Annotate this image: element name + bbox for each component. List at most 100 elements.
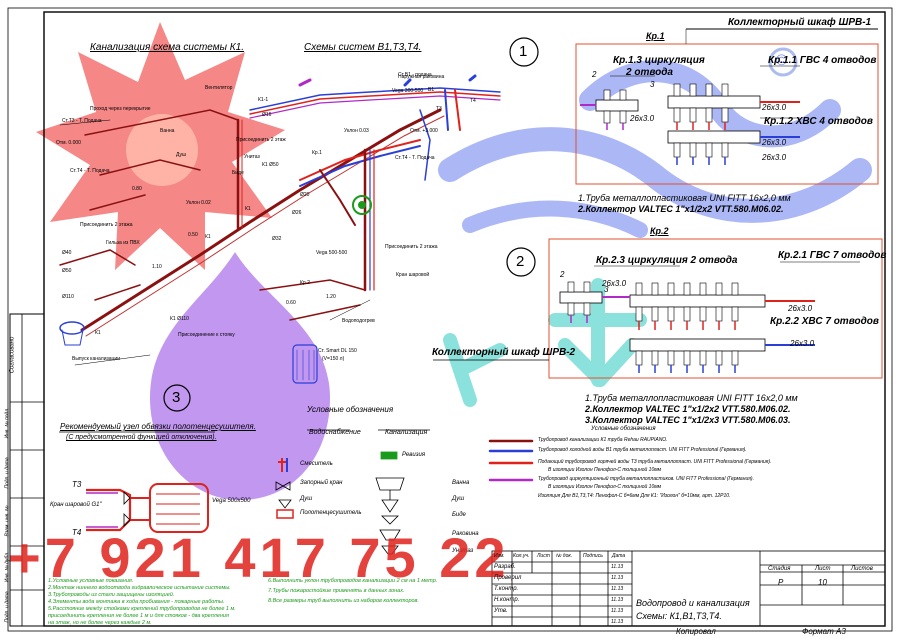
stamp-head: Кол.уч. xyxy=(513,553,530,559)
plan-label: Гильза из ПВХ xyxy=(106,240,140,246)
side-stamp-label: Подп. и дата xyxy=(4,457,11,489)
collector-1-size-4: 26х3.0 xyxy=(762,138,787,147)
collector-1-size-3: 26х3.0 xyxy=(762,153,787,162)
sewer-main-pipe xyxy=(80,108,442,332)
stamp-stage: Р xyxy=(778,578,784,587)
note-line: 5.Расстояние между стойками креплений тр… xyxy=(48,606,236,612)
plan-label: Ø20 xyxy=(300,192,310,198)
collector-2-num-b: 3 xyxy=(604,285,609,294)
collector-1-size-2: 26х3.0 xyxy=(630,114,655,123)
side-stamp-label: Взам. инв. № xyxy=(4,505,11,537)
collector-2-note-1: 1.Труба металлопластиковая UNI FITT 16х2… xyxy=(585,393,798,403)
towel-title: Рекомендуемый узел обвязки полотенцесуши… xyxy=(60,422,256,431)
watermark-purple-drop xyxy=(150,252,330,500)
frame xyxy=(7,7,893,632)
note-line: 3.Трубопроводы из стали защищены изоляци… xyxy=(48,592,175,598)
plan-label: Ø110 xyxy=(62,294,74,300)
plan-label: Выпуск канализации xyxy=(72,356,121,362)
stamp-row: Проверил xyxy=(494,575,522,581)
legend-shower: Душ xyxy=(300,496,313,502)
stamp-row: Т.контр. xyxy=(494,586,519,592)
pipe-legend-6: В изоляции Изолон Пенофол-С толщиной 10м… xyxy=(548,484,662,490)
collector-1-header: Кр.1 xyxy=(646,31,665,41)
collector-box-2 xyxy=(433,238,883,379)
collector-1-circ-outlets: 2 отвода xyxy=(626,67,673,78)
plan-label: Ст.Т4 - Т. Подача xyxy=(395,155,435,161)
stamp-format: Формат А3 xyxy=(802,627,846,636)
plan-label: Ø40 xyxy=(62,250,72,256)
plan-label: К1 xyxy=(245,206,251,212)
collector-1-cold-label: Кр.1.2 ХВС 4 отводов xyxy=(764,116,873,127)
legend-header: Условные обозначения xyxy=(307,405,394,414)
stamp-head: Изм. xyxy=(494,553,505,559)
stamp-sheet: 10 xyxy=(818,578,827,587)
plan-label: Ø16 xyxy=(262,112,272,118)
legend-bath: Ванна xyxy=(452,480,470,486)
note-line: на этаж, но не более через каждые 2 м. xyxy=(48,620,152,626)
collector-2-num-a: 2 xyxy=(560,270,565,279)
collector-1-note-2: 2.Коллектор VALTEC 1"х1/2х2 VTT.580.M06.… xyxy=(578,204,784,214)
watermark-red-sun xyxy=(36,22,285,270)
watermark-blue-waves xyxy=(438,60,872,238)
plan-label: Ст. Smart DL 150 xyxy=(318,348,357,354)
towel-subtitle: (С предусмотренной функцией отключения). xyxy=(66,434,217,441)
plan-label: Кр.1 xyxy=(312,150,322,156)
collector-1-num-b: 3 xyxy=(650,80,655,89)
legend-towel: Полотенцесушитель xyxy=(300,510,362,516)
marker-circle-1 xyxy=(509,37,539,67)
pipe-legend-1: Трубопровод канализации К1 труба Rehau R… xyxy=(538,437,668,443)
plan-label: К1 Ø110 xyxy=(170,316,189,322)
collector-1-num-a: 2 xyxy=(592,70,597,79)
plan-label: Т3 xyxy=(436,106,442,112)
stamp-sheets-head: Листов xyxy=(851,566,873,572)
stamp-row: Разраб. xyxy=(494,564,516,570)
note-line: 4.Элементы вода монтажа в хода пробивани… xyxy=(48,599,225,605)
plan-label: Ст.Т3 - Т. Подача xyxy=(62,118,102,124)
stamp-row: Утв. xyxy=(494,608,508,614)
plan-label: Ст.В1 - подача xyxy=(398,72,432,78)
plan-label: К1 Ø50 xyxy=(262,162,279,168)
pipe-legend-2: Трубопровод холодной воды В1 труба метал… xyxy=(538,447,747,453)
plan-label: Проход через перекрытие xyxy=(90,106,151,112)
towel-t3: Т3 xyxy=(72,480,82,489)
marker-1-label: 1 xyxy=(519,43,528,60)
collector-2-hot-label: Кр.2.1 ГВС 7 отводов xyxy=(778,250,887,261)
plan-label: 0.50 xyxy=(188,232,198,238)
plan-label: В1 xyxy=(428,87,435,93)
legend-header-small: Условные обозначения xyxy=(591,426,656,432)
stamp-title-2: Схемы: К1,В1,Т3,Т4. xyxy=(636,611,722,621)
stamp-date: 11.13 xyxy=(611,619,624,625)
plan-label: (V=150 л) xyxy=(322,356,345,362)
water-scheme-title: Схемы систем В1,Т3,Т4. xyxy=(304,42,422,53)
note-line: 6.Выполнить уклон трубопроводов канализа… xyxy=(268,578,438,584)
collector-2-cold-label: Кр.2.2 ХВС 7 отводов xyxy=(770,316,879,327)
plan-label: 0.80 xyxy=(132,186,142,192)
collector-2-note-3: 3.Коллектор VALTEC 1"х1/2х3 VTT.580.M06.… xyxy=(585,415,791,425)
stamp-date: 11.13 xyxy=(611,586,624,592)
stamp-row: Н.контр. xyxy=(494,597,520,603)
legend-col-sewer: Канализация xyxy=(385,429,428,436)
plan-label: Т4 xyxy=(470,98,476,104)
phone-watermark: +7 921 417 75 22 xyxy=(8,526,510,589)
watermark-cyan-snowflake xyxy=(443,278,647,407)
stamp-sheet-head: Лист xyxy=(815,566,831,572)
collector-1-size-1: 26х3.0 xyxy=(762,103,787,112)
legend-shower-2: Душ xyxy=(452,496,465,502)
plan-label: 0.60 xyxy=(286,300,296,306)
stamp-date: 11.13 xyxy=(611,608,624,614)
collector-1-hot-label: Кр.1.1 ГВС 4 отводов xyxy=(768,55,877,66)
stamp-head: Подпись xyxy=(583,553,603,559)
pipe-legend-4: В изоляции Изолон Пенофол-С толщиной 10м… xyxy=(548,467,662,473)
plan-label: Уклон 0.02 xyxy=(186,200,211,206)
plan-label: Ø32 xyxy=(272,236,282,242)
note-line: 8.Все размеры труб выполнить из наборов … xyxy=(268,598,419,604)
stamp-head: Лист xyxy=(537,553,550,559)
sewer-scheme-title: Канализация схема системы К1. xyxy=(90,42,244,53)
cabinet-1-title: Коллекторный шкаф ШРВ-1 xyxy=(728,17,872,28)
pipe-legend-7: Изоляция Для В1,Т3,Т4: Пенофол-С б=6мм Д… xyxy=(538,493,731,499)
collector-box-1 xyxy=(575,28,879,185)
legend-revision: Ревизия xyxy=(402,452,426,458)
plan-label: К1-1 xyxy=(258,97,269,103)
